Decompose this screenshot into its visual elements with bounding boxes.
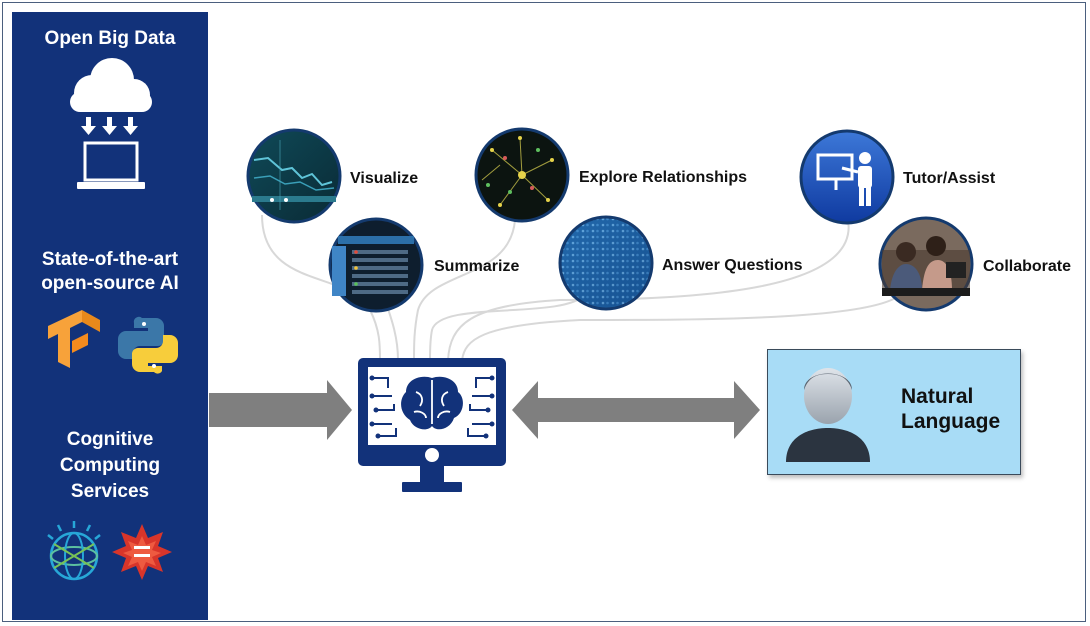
capability-summarize: Summarize bbox=[434, 258, 520, 275]
ai-monitor-icon bbox=[358, 358, 506, 492]
collaborate-icon bbox=[878, 216, 974, 312]
person-silhouette-icon bbox=[786, 368, 870, 462]
answer-questions-icon bbox=[558, 215, 654, 311]
natural-language-label: Natural Language bbox=[901, 385, 1001, 433]
visualize-icon bbox=[246, 128, 342, 224]
tutor-assist-icon bbox=[799, 129, 895, 225]
capability-tutor-assist: Tutor/Assist bbox=[903, 170, 996, 187]
sidebar-panel: Open Big Data State-of-the-art open-sour… bbox=[12, 12, 208, 620]
bidirectional-arrow bbox=[512, 381, 760, 439]
wolfram-star-logo bbox=[112, 524, 172, 580]
laptop-icon bbox=[77, 141, 145, 189]
explore-relationships-icon bbox=[474, 127, 570, 223]
cloud-download-icon bbox=[70, 58, 152, 135]
open-big-data-heading: Open Big Data bbox=[44, 28, 176, 49]
capability-visualize: Visualize bbox=[350, 170, 419, 187]
natural-language-box: Natural Language bbox=[767, 349, 1021, 475]
open-source-ai-heading: State-of-the-art open-source AI bbox=[41, 249, 179, 294]
tensorflow-logo bbox=[48, 310, 100, 368]
cognitive-services-heading: Cognitive Computing Services bbox=[59, 429, 161, 502]
python-logo bbox=[118, 316, 178, 374]
capability-answer-questions: Answer Questions bbox=[662, 257, 803, 274]
watson-globe-logo bbox=[47, 521, 101, 581]
summarize-icon bbox=[328, 217, 424, 313]
input-arrow bbox=[209, 380, 352, 440]
capability-collaborate: Collaborate bbox=[983, 258, 1072, 275]
capability-explore-relationships: Explore Relationships bbox=[579, 169, 748, 186]
